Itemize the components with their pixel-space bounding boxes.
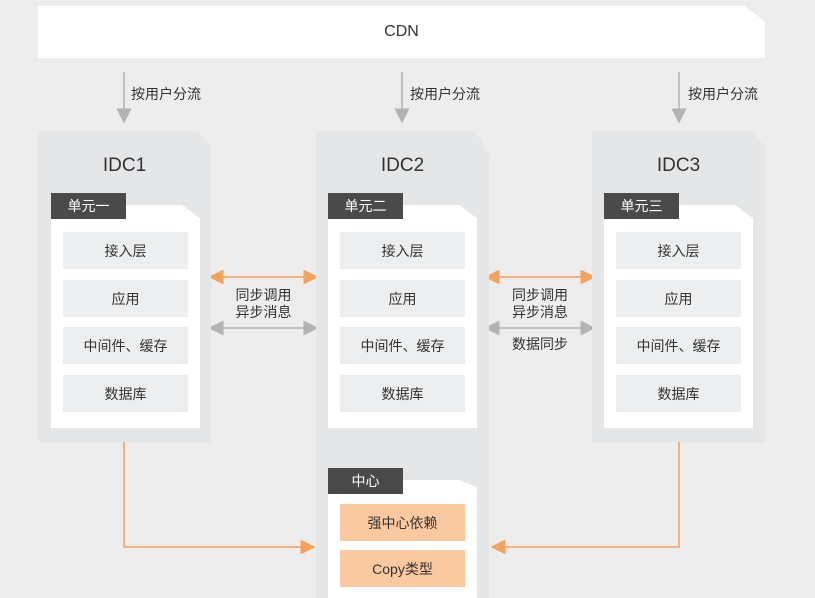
idc2-layer-database: 数据库 [340, 375, 465, 412]
left-link-async-label: 异步消息 [235, 304, 292, 320]
right-link-sync-label: 同步调用 [512, 287, 568, 303]
idc1-layer-middleware: 中间件、缓存 [63, 327, 188, 364]
left-link-sync-label: 同步调用 [235, 287, 292, 303]
idc2-unit-tag: 单元二 [328, 193, 403, 219]
idc2-layer-middleware: 中间件、缓存 [340, 327, 465, 364]
idc1-layer-database: 数据库 [63, 375, 188, 412]
idc2-layer-access: 接入层 [340, 232, 465, 269]
idc1-layer-access: 接入层 [63, 232, 188, 269]
cdn-label: CDN [384, 23, 419, 40]
center-item-copy-type: Copy类型 [340, 550, 465, 587]
idc2-layer-app: 应用 [340, 280, 465, 317]
idc3-layer-middleware: 中间件、缓存 [616, 327, 741, 364]
right-link-async-label: 异步消息 [512, 304, 568, 320]
idc3-layer-app: 应用 [616, 280, 741, 317]
left-link-labels: 同步调用 异步消息 [216, 287, 311, 321]
idc2-title: IDC2 [380, 155, 425, 176]
idc3-layer-access: 接入层 [616, 232, 741, 269]
right-link-data-sync-label: 数据同步 [512, 336, 568, 352]
center-item-strong-dependency: 强中心依赖 [340, 504, 465, 541]
split-label-3: 按用户分流 [688, 86, 758, 102]
split-label-2: 按用户分流 [410, 86, 480, 102]
idc1-to-center-arrow [123, 442, 316, 555]
idc3-unit-tag: 单元三 [604, 193, 679, 219]
split-label-1: 按用户分流 [131, 86, 201, 102]
idc3-layer-database: 数据库 [616, 375, 741, 412]
center-tag: 中心 [328, 468, 403, 494]
idc1-layer-app: 应用 [63, 280, 188, 317]
idc3-title: IDC3 [656, 155, 701, 176]
idc1-title: IDC1 [102, 155, 147, 176]
cdn-bar: CDN [38, 6, 765, 58]
idc3-to-center-arrow [490, 442, 680, 555]
right-link-labels-top: 同步调用 异步消息 [492, 287, 588, 321]
idc1-unit-tag: 单元一 [51, 193, 126, 219]
